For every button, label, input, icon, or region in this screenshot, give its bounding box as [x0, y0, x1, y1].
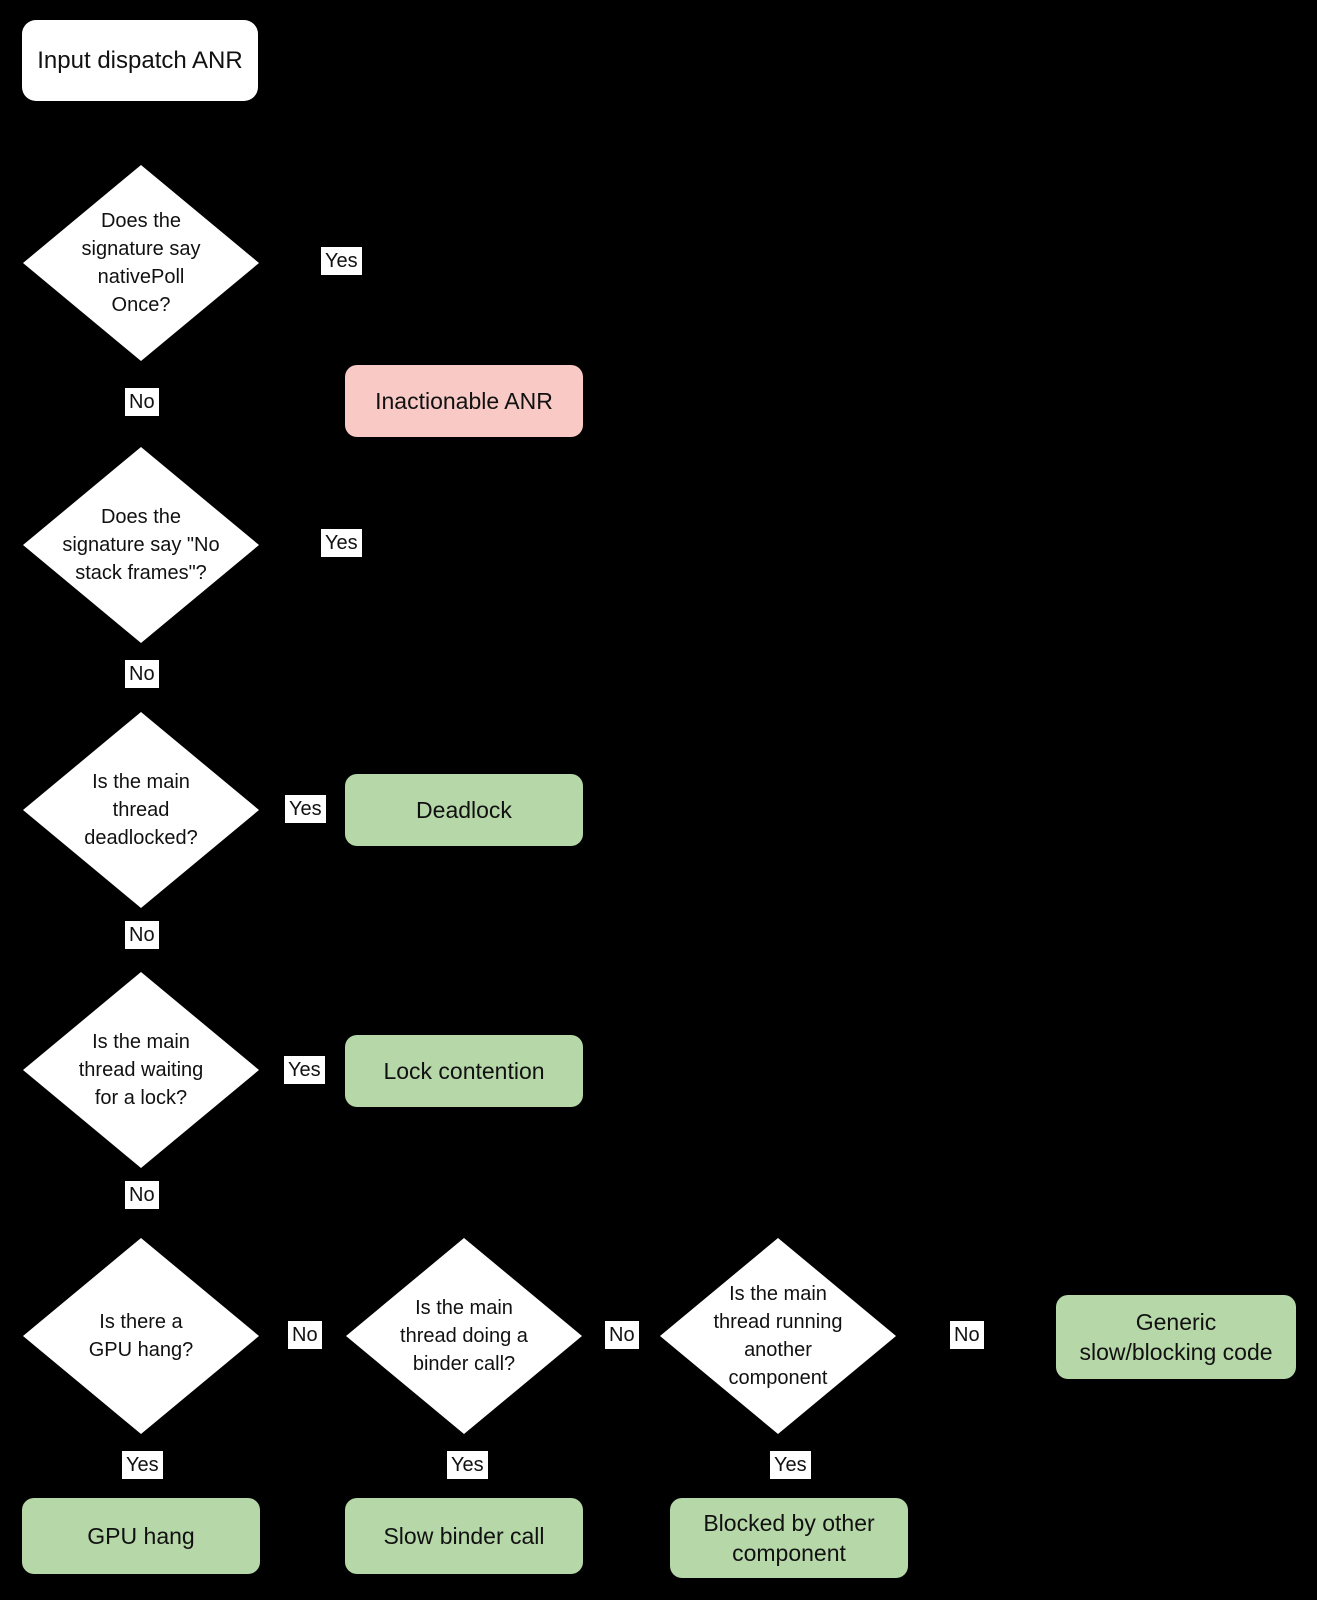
edge-label-no-deadlocked: No	[125, 921, 159, 949]
edge-label-yes-no-stack-frames: Yes	[321, 529, 362, 557]
edge-label-no-waiting-lock: No	[125, 1181, 159, 1209]
edge-label-no-no-stack-frames: No	[125, 660, 159, 688]
outcome-inactionable-anr-label: Inactionable ANR	[375, 388, 553, 414]
outcome-slow-binder-call-label: Slow binder call	[383, 1523, 545, 1549]
decision-gpu-hang: Is there a GPU hang?	[23, 1238, 259, 1434]
edge-label-yes-other-component: Yes	[770, 1451, 811, 1479]
edge-label-no-other-component: No	[950, 1321, 984, 1349]
outcome-deadlock-label: Deadlock	[416, 797, 512, 823]
outcome-gpu-hang: GPU hang	[22, 1498, 260, 1574]
outcome-generic-slow-blocking-code-label: Generic slow/blocking code	[1079, 1309, 1273, 1365]
start-node-input-dispatch-anr: Input dispatch ANR	[22, 20, 258, 101]
edge-label-yes-gpu-hang: Yes	[122, 1451, 163, 1479]
edge-label-yes-native-poll: Yes	[321, 247, 362, 275]
outcome-generic-slow-blocking-code: Generic slow/blocking code	[1056, 1295, 1296, 1379]
outcome-blocked-by-other-component-label: Blocked by other component	[703, 1510, 875, 1566]
decision-binder-call: Is the main thread doing a binder call?	[346, 1238, 582, 1434]
decision-main-thread-waiting-lock: Is the main thread waiting for a lock?	[23, 972, 259, 1168]
edge-label-yes-deadlocked: Yes	[285, 795, 326, 823]
edge-label-no-native-poll: No	[125, 388, 159, 416]
start-node-label: Input dispatch ANR	[37, 46, 243, 74]
edge-label-no-binder-call: No	[605, 1321, 639, 1349]
edge-label-yes-waiting-lock: Yes	[284, 1056, 325, 1084]
decision-native-poll-once-label: Does the signature say nativePoll Once?	[81, 210, 201, 316]
outcome-deadlock: Deadlock	[345, 774, 583, 846]
edge-label-no-gpu-hang: No	[288, 1321, 322, 1349]
decision-main-thread-deadlocked: Is the main thread deadlocked?	[23, 712, 259, 908]
decision-main-thread-waiting-lock-label: Is the main thread waiting for a lock?	[78, 1031, 204, 1109]
outcome-lock-contention: Lock contention	[345, 1035, 583, 1107]
outcome-lock-contention-label: Lock contention	[383, 1058, 545, 1084]
edge-label-yes-binder-call: Yes	[447, 1451, 488, 1479]
decision-native-poll-once: Does the signature say nativePoll Once?	[23, 165, 259, 361]
decision-main-thread-deadlocked-label: Is the main thread deadlocked?	[84, 771, 198, 849]
outcome-slow-binder-call: Slow binder call	[345, 1498, 583, 1574]
decision-binder-call-label: Is the main thread doing a binder call?	[400, 1297, 528, 1375]
decision-no-stack-frames-label: Does the signature say "No stack frames"…	[62, 506, 220, 584]
decision-running-other-component: Is the main thread running another compo…	[660, 1238, 896, 1434]
decision-gpu-hang-label: Is there a GPU hang?	[88, 1311, 194, 1361]
outcome-gpu-hang-label: GPU hang	[87, 1523, 195, 1549]
decision-running-other-component-label: Is the main thread running another compo…	[713, 1283, 843, 1389]
decision-no-stack-frames: Does the signature say "No stack frames"…	[23, 447, 259, 643]
outcome-inactionable-anr: Inactionable ANR	[345, 365, 583, 437]
outcome-blocked-by-other-component: Blocked by other component	[670, 1498, 908, 1578]
